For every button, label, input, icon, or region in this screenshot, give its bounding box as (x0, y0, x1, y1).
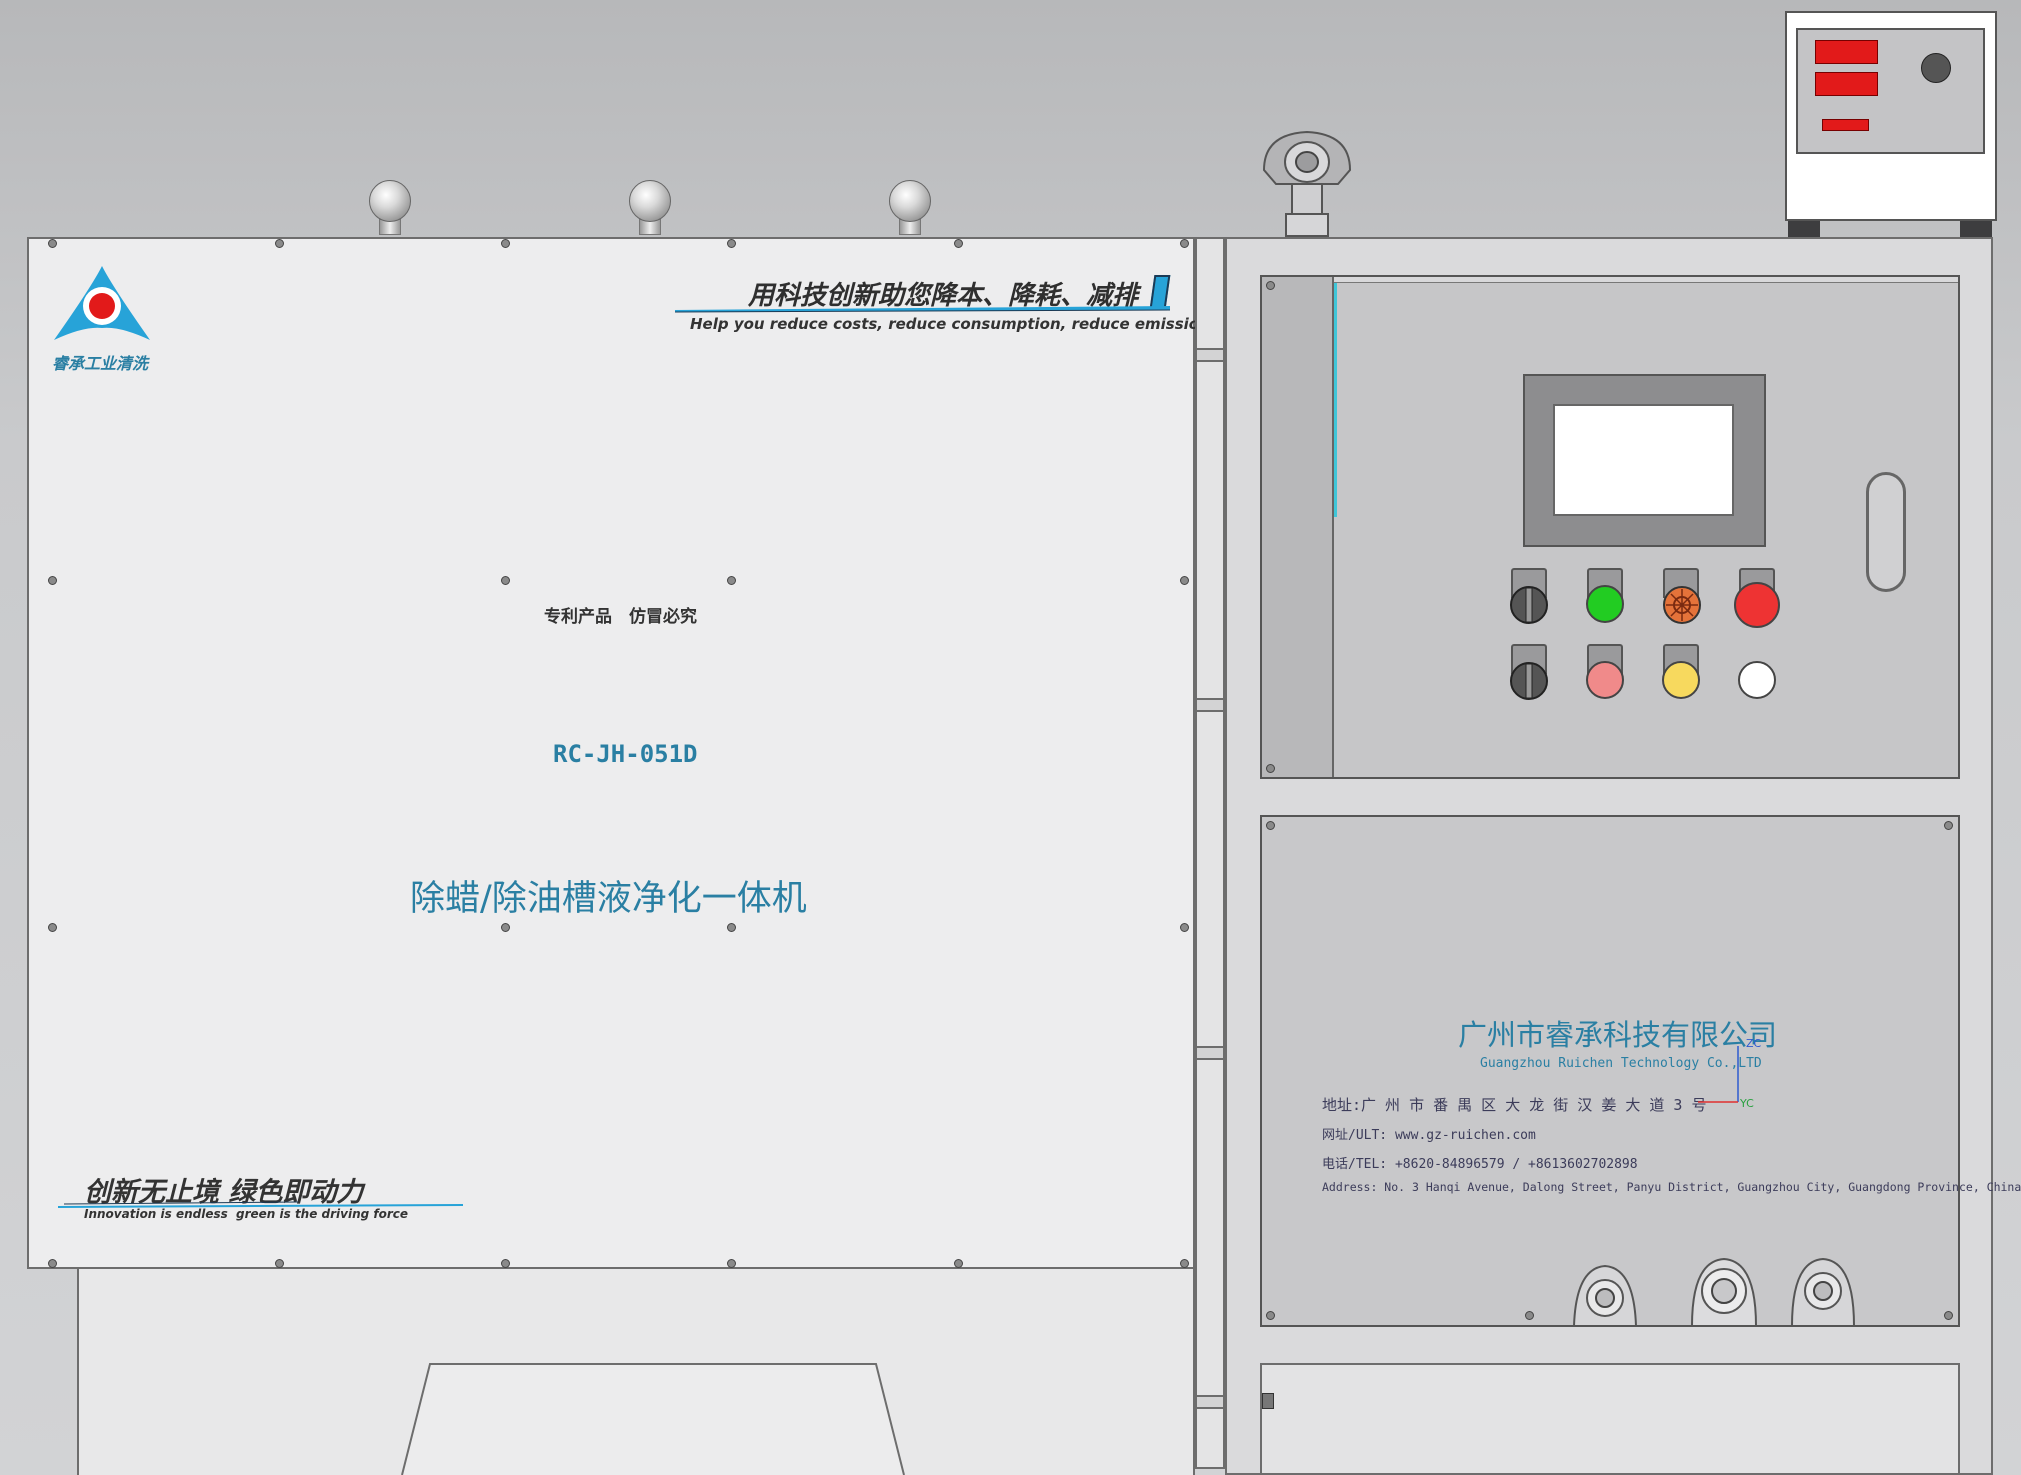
top-box-foot-left (1788, 221, 1820, 237)
bolt (48, 923, 57, 932)
green-pilot-light[interactable] (1586, 585, 1624, 623)
company-address-en: Address: No. 3 Hanqi Avenue, Dalong Stre… (1322, 1180, 2021, 1194)
bolt (501, 576, 510, 585)
bolt (727, 923, 736, 932)
top-box-foot-right (1960, 221, 1992, 237)
top-box-knob[interactable] (1921, 53, 1951, 83)
cable-gland-icon (1790, 1257, 1856, 1326)
strip-hinge (1195, 1395, 1225, 1409)
cabinet-base-frame (1260, 1363, 1960, 1475)
valve-fitting-icon (1262, 130, 1352, 237)
door-top-edge (1334, 277, 1958, 283)
company-address-cn: 地址:广 州 市 番 禺 区 大 龙 街 汉 姜 大 道 3 号 (1322, 1096, 1707, 1114)
axis-triad-icon (1698, 1046, 1739, 1103)
model-number: RC-JH-051D (553, 740, 698, 768)
company-name-en: Guangzhou Ruichen Technology Co.,LTD (1480, 1056, 1762, 1071)
top-knob-3[interactable] (889, 180, 931, 222)
top-knob-1[interactable] (369, 180, 411, 222)
company-website: 网址/ULT: www.gz-ruichen.com (1322, 1128, 1536, 1143)
slogan-underline (675, 306, 1170, 313)
top-knob-2[interactable] (629, 180, 671, 222)
hmi-touchscreen[interactable] (1553, 404, 1734, 516)
bolt (48, 1259, 57, 1268)
selector-switch-icon[interactable] (1509, 661, 1549, 701)
base-cutout (401, 1363, 905, 1475)
bolt (1944, 1311, 1953, 1320)
indicator-bar-3 (1822, 119, 1869, 131)
main-front-panel (27, 237, 1195, 1269)
door-handle[interactable] (1866, 472, 1906, 592)
base-bolt (1262, 1393, 1274, 1409)
axis-label-zc: ZC (1746, 1037, 1762, 1050)
strip-hinge (1195, 348, 1225, 362)
bolt (954, 1259, 963, 1268)
slogan-en: Help you reduce costs, reduce consumptio… (690, 315, 1226, 333)
company-name-cn: 广州市睿承科技有限公司 (1458, 1018, 1778, 1052)
cable-gland-icon (1572, 1264, 1638, 1326)
motto-underline (58, 1201, 463, 1208)
side-frame-strip (1195, 237, 1225, 1469)
bolt (1180, 1259, 1189, 1268)
bolt (48, 239, 57, 248)
bolt (1266, 821, 1275, 830)
bolt (1180, 923, 1189, 932)
bolt (1944, 821, 1953, 830)
selector-switch-icon[interactable] (1509, 585, 1549, 625)
bolt (275, 239, 284, 248)
bolt (1266, 764, 1275, 773)
buzzer-icon[interactable] (1662, 585, 1702, 625)
bolt (1180, 576, 1189, 585)
bolt (501, 239, 510, 248)
yellow-pilot-light[interactable] (1662, 661, 1700, 699)
indicator-bar-2 (1815, 72, 1878, 96)
door-seal-line (1334, 277, 1337, 517)
strip-hinge (1195, 698, 1225, 712)
motto-en-1: Innovation is endless (84, 1207, 228, 1221)
pink-pilot-light[interactable] (1586, 661, 1624, 699)
bolt (1266, 1311, 1275, 1320)
indicator-bar-1 (1815, 40, 1878, 64)
motto-en-2: green is the driving force (236, 1207, 409, 1221)
bolt (727, 1259, 736, 1268)
bolt (501, 923, 510, 932)
lower-cabinet-door (1260, 815, 1960, 1327)
bolt (1525, 1311, 1534, 1320)
white-pilot-light[interactable] (1738, 661, 1776, 699)
company-phone: 电话/TEL: +8620-84896579 / +8613602702898 (1322, 1157, 1638, 1172)
product-name: 除蜡/除油槽液净化一体机 (410, 879, 807, 919)
door-hinge-strip (1262, 277, 1334, 777)
bolt (727, 576, 736, 585)
emergency-stop-icon[interactable] (1734, 582, 1780, 628)
strip-hinge (1195, 1046, 1225, 1060)
bolt (954, 239, 963, 248)
axis-label-yc: YC (1740, 1097, 1754, 1110)
bolt (275, 1259, 284, 1268)
cable-gland-icon (1690, 1257, 1758, 1326)
triangle-logo-icon (54, 266, 150, 340)
bolt (727, 239, 736, 248)
bolt (1266, 281, 1275, 290)
bolt (501, 1259, 510, 1268)
patent-notice: 专利产品 仿冒必究 (544, 607, 697, 627)
brand-text: 睿承工业清洗 (52, 354, 149, 373)
slogan-cn: 用科技创新助您降本、降耗、减排 (748, 281, 1139, 311)
bolt (1180, 239, 1189, 248)
bolt (48, 576, 57, 585)
